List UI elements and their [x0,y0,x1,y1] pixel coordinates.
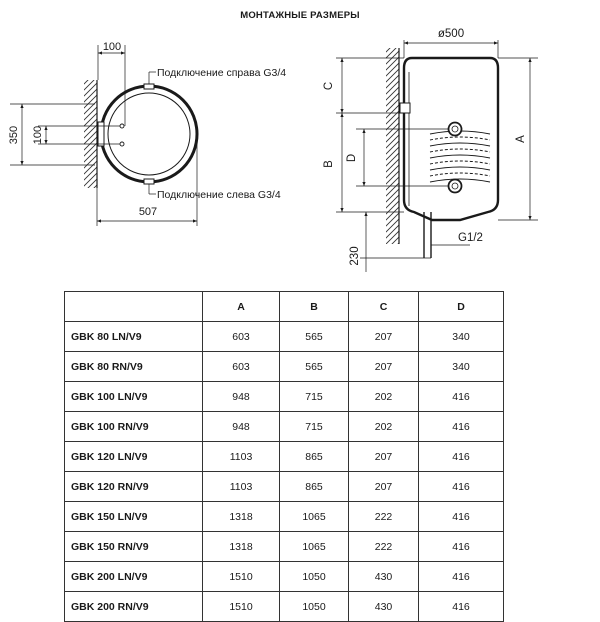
value-cell: 1065 [279,501,349,532]
tank-top-view [99,84,199,184]
value-cell: 1103 [202,441,280,472]
connection-top-stub [143,83,155,90]
value-cell: 202 [348,381,419,412]
value-cell: 207 [348,471,419,502]
value-cell: 1050 [279,591,349,622]
dim-350: 350 [8,126,20,144]
model-cell: GBK 100 LN/V9 [64,381,203,412]
tank-side-view [402,56,500,222]
value-cell: 715 [279,411,349,442]
model-cell: GBK 150 RN/V9 [64,531,203,562]
label-connection-left: Подключение слева G3/4 [157,189,281,201]
value-cell: 1318 [202,531,280,562]
table-header-c: C [348,291,419,322]
value-cell: 416 [418,561,504,592]
side-view: ø500 C B D A 230 G1/2 [323,28,538,272]
value-cell: 222 [348,501,419,532]
table-header-d: D [418,291,504,322]
wall-hatch [84,80,97,188]
dim-c: C [323,82,335,90]
value-cell: 207 [348,441,419,472]
value-cell: 430 [348,561,419,592]
dim-diameter: ø500 [438,28,464,40]
side-wall-hatch [386,48,399,244]
dim-507: 507 [139,206,157,218]
value-cell: 416 [418,441,504,472]
value-cell: 603 [202,351,280,382]
dim-100-vertical: 100 [32,126,44,144]
model-cell: GBK 80 RN/V9 [64,351,203,382]
value-cell: 207 [348,321,419,352]
value-cell: 416 [418,591,504,622]
table-header-model [64,291,203,322]
value-cell: 340 [418,351,504,382]
dim-a: A [515,135,527,143]
top-view: 100 350 100 507 Подключение справа G3/4 … [8,41,286,226]
value-cell: 715 [279,381,349,412]
dim-b: B [323,160,335,168]
model-cell: GBK 100 RN/V9 [64,411,203,442]
coil-port-upper [447,121,463,137]
value-cell: 1065 [279,531,349,562]
value-cell: 416 [418,531,504,562]
value-cell: 416 [418,471,504,502]
value-cell: 416 [418,501,504,532]
value-cell: 865 [279,471,349,502]
model-cell: GBK 200 LN/V9 [64,561,203,592]
table-header-a: A [202,291,280,322]
table-header-row: A B C D [64,291,504,322]
technical-drawing: 100 350 100 507 Подключение справа G3/4 … [8,28,538,272]
coil-port-lower [447,178,463,194]
connection-bottom-stub [143,178,155,185]
label-connection-right: Подключение справа G3/4 [157,67,286,79]
value-cell: 1318 [202,501,280,532]
dim-top-100: 100 [103,41,121,53]
model-cell: GBK 150 LN/V9 [64,501,203,532]
label-g12: G1/2 [458,232,483,244]
value-cell: 1510 [202,591,280,622]
model-cell: GBK 200 RN/V9 [64,591,203,622]
dim-230: 230 [349,246,361,265]
dim-d: D [346,154,358,162]
value-cell: 430 [348,591,419,622]
value-cell: 222 [348,531,419,562]
value-cell: 565 [279,351,349,382]
table-header-b: B [279,291,349,322]
value-cell: 565 [279,321,349,352]
value-cell: 603 [202,321,280,352]
value-cell: 1050 [279,561,349,592]
value-cell: 1103 [202,471,280,502]
model-cell: GBK 120 LN/V9 [64,441,203,472]
value-cell: 416 [418,411,504,442]
model-cell: GBK 80 LN/V9 [64,321,203,352]
value-cell: 1510 [202,561,280,592]
value-cell: 207 [348,351,419,382]
value-cell: 865 [279,441,349,472]
model-cell: GBK 120 RN/V9 [64,471,203,502]
value-cell: 416 [418,381,504,412]
value-cell: 948 [202,381,280,412]
value-cell: 202 [348,411,419,442]
page-title: МОНТАЖНЫЕ РАЗМЕРЫ [240,10,360,21]
value-cell: 948 [202,411,280,442]
value-cell: 340 [418,321,504,352]
heat-exchanger-coil [429,130,491,183]
